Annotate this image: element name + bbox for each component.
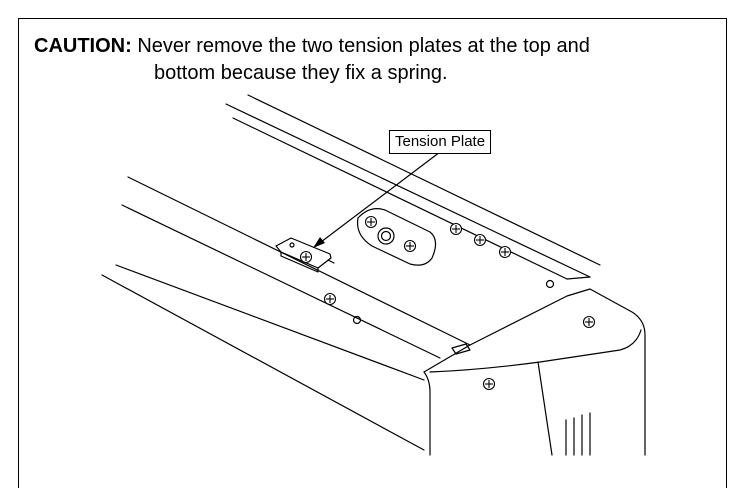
end-cap-outline	[423, 288, 646, 456]
screw-icon	[498, 245, 512, 259]
rail-edge-back-3	[247, 94, 601, 266]
screw-icon	[403, 239, 417, 253]
rail-end-join	[566, 276, 591, 280]
end-cap-top-rim	[429, 329, 642, 373]
small-tab	[451, 343, 471, 355]
caution-text-line1: Never remove the two tension plates at t…	[137, 35, 590, 57]
caution-note: CAUTION: Never remove the two tension pl…	[34, 33, 724, 87]
screw-icon	[582, 315, 596, 329]
hole-small-2	[545, 279, 555, 289]
rail-edge-back-2	[232, 117, 568, 280]
screw-icon	[482, 377, 496, 391]
screw-icon	[299, 250, 313, 264]
figure-frame	[18, 18, 727, 488]
screw-icon	[364, 215, 378, 229]
control-knob	[377, 227, 395, 245]
rail-edge-back-1	[225, 103, 591, 278]
surface-edge-mid	[121, 204, 441, 359]
screw-icon	[323, 292, 337, 306]
hole-small-1	[352, 315, 362, 325]
surface-edge-lower	[115, 264, 425, 381]
tension-plate-label: Tension Plate	[389, 130, 492, 154]
screw-icon	[449, 222, 463, 236]
tension-plate-tab	[327, 259, 335, 264]
caution-text-line2: bottom because they fix a spring.	[154, 62, 448, 84]
tension-plate-edge	[280, 251, 319, 273]
callout-leader	[316, 151, 441, 246]
end-cap-corner	[537, 361, 553, 456]
callout-arrowhead	[313, 237, 325, 248]
caution-heading: CAUTION:	[34, 35, 132, 57]
end-cap-left-edge	[423, 371, 431, 456]
control-plate	[356, 208, 437, 266]
surface-edge-front	[127, 176, 471, 346]
control-knob-center	[380, 230, 392, 242]
side-edge-bottom	[101, 274, 425, 451]
tension-plate-hole	[289, 242, 295, 248]
screw-icon	[473, 233, 487, 247]
